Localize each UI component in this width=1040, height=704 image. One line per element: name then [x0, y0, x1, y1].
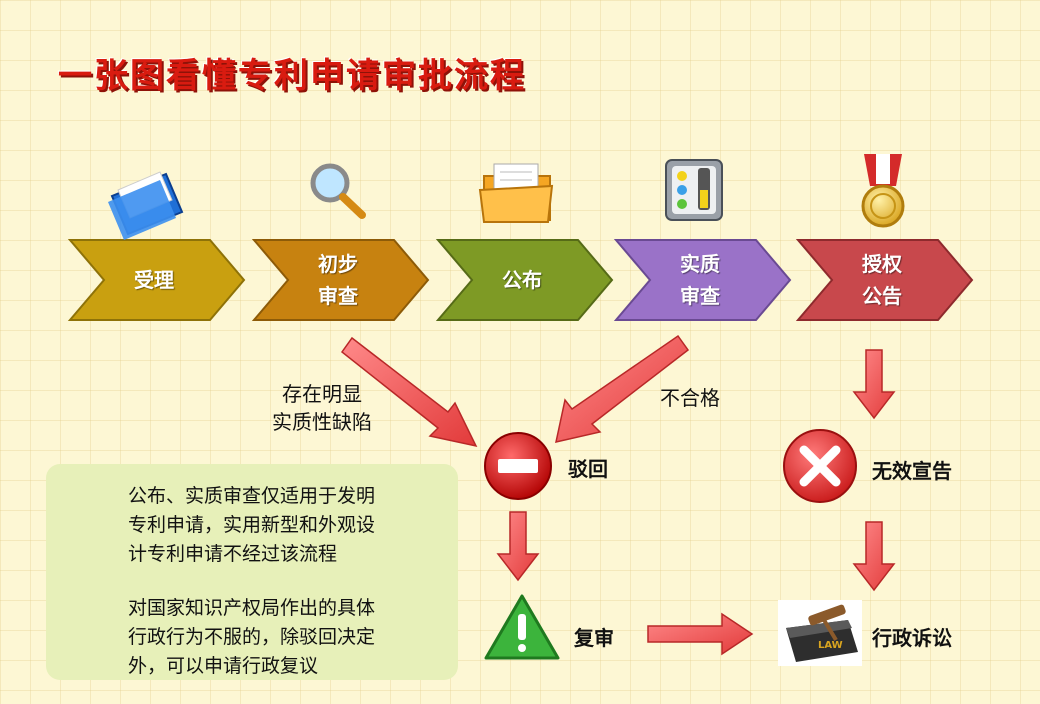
- magnifier-icon: [310, 163, 366, 219]
- arrow-preliminary-to-reject: [340, 336, 478, 448]
- law-book-icon: LAW: [778, 600, 862, 666]
- tips-panel: [46, 464, 458, 680]
- page-title: 一张图看懂专利申请审批流程: [58, 56, 526, 96]
- tip-text: 公布、实质审查仅适用于发明 专利申请，实用新型和外观设 计专利申请不经过该流程: [128, 485, 376, 565]
- defect-note: 存在明显 实质性缺陷: [272, 382, 372, 434]
- arrow-review-to-litigation: [647, 612, 754, 656]
- step-chevron-publish: [435, 239, 614, 321]
- folder-icon: [108, 171, 184, 240]
- fail-note: 不合格: [660, 386, 720, 410]
- open-folder-icon: [478, 163, 554, 223]
- medal-icon: [861, 154, 905, 228]
- review-label: 复审: [574, 626, 614, 650]
- arrow-invalid-to-litigation: [852, 521, 896, 592]
- control-panel-icon: [665, 159, 723, 221]
- step-chevron-grant: [795, 239, 974, 321]
- tip-text: 对国家知识产权局作出的具体 行政行为不服的，除驳回决定 外，可以申请行政复议: [128, 597, 376, 677]
- warning-icon: [484, 594, 560, 660]
- step-label-accept: 受理: [134, 268, 174, 292]
- step-chevron-preliminary: [251, 239, 430, 321]
- svg-text:LAW: LAW: [818, 640, 843, 651]
- step-chevron-accept: [67, 239, 246, 321]
- step-label-substantive: 实质 审查: [680, 252, 720, 308]
- cross-icon: [783, 429, 857, 503]
- step-label-publish: 公布: [502, 268, 542, 292]
- step-label-preliminary: 初步 审查: [318, 252, 358, 308]
- invalid-label: 无效宣告: [872, 459, 952, 483]
- litigation-label: 行政诉讼: [872, 626, 952, 650]
- reject-label: 驳回: [568, 457, 608, 481]
- arrow-substantive-to-reject: [555, 334, 690, 443]
- stop-icon: [484, 432, 552, 500]
- arrow-reject-to-review: [496, 511, 540, 582]
- arrow-grant-to-invalid: [852, 349, 896, 420]
- step-label-grant: 授权 公告: [862, 252, 902, 308]
- step-chevron-substantive: [613, 239, 792, 321]
